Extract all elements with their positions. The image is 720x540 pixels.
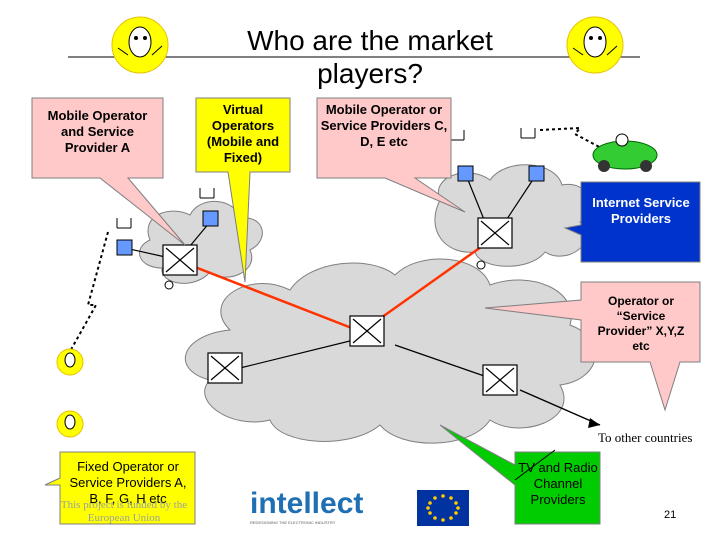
eu-flag-icon [417, 490, 469, 526]
antenna-b [199, 187, 215, 199]
callout-mobile-cde-label: Mobile Operator or Service Providers C, … [320, 102, 448, 149]
to-other-countries-label: To other countries [598, 430, 693, 445]
antenna-a [116, 217, 132, 229]
callout-fixed-shape [44, 451, 196, 525]
professor-top-left-icon [111, 16, 169, 74]
callout-internet-shape [563, 181, 701, 263]
antenna-d [520, 127, 536, 139]
funding-note: This project is funded by the European U… [60, 499, 188, 524]
callout-virtual-shape [195, 97, 291, 283]
callout-virtual-label: Virtual Operators (Mobile and Fixed) [206, 102, 280, 165]
callout-mobile-a-label: Mobile Operator and Service Provider A [47, 108, 148, 155]
logo-wordmark: intellect [250, 487, 364, 520]
link-radio-c [465, 174, 486, 223]
wireless-link-right [539, 126, 606, 151]
connector-left [164, 280, 174, 290]
link-left-core [181, 260, 363, 334]
callout-internet-label: Internet Service Providers [592, 195, 690, 226]
switch-west [207, 352, 243, 384]
tv-pointer [514, 449, 556, 481]
callout-operator-xyz-label: Operator or “Service Provider” X,Y,Z etc [597, 294, 685, 353]
car-user-icon [592, 133, 658, 172]
base-station-d [528, 165, 545, 182]
callout-fixed-label: Fixed Operator or Service Providers A, B… [69, 459, 187, 506]
callout-tv-radio-shape [439, 424, 601, 525]
base-station-a [116, 239, 133, 256]
main-network-cloud [184, 258, 596, 444]
link-core-east [394, 344, 491, 379]
wireless-link-left [67, 231, 109, 356]
callout-mobile-cde-shape [316, 97, 466, 213]
intellect-logo: intellect REDESIGNING THE ELECTRONIC IND… [250, 487, 370, 526]
base-station-c [457, 165, 474, 182]
page-number: 21 [664, 509, 677, 521]
switch-east [482, 364, 518, 396]
link-to-other-countries [519, 389, 601, 426]
fixed-user-left-icon [56, 410, 84, 438]
connector-right [476, 260, 486, 270]
callout-operator-xyz-shape [484, 281, 701, 412]
base-station-b [202, 210, 219, 227]
slide-title: Who are the market players? [247, 25, 493, 89]
antenna-c [449, 129, 465, 141]
link-radio-d [504, 174, 537, 223]
mobile-user-left-icon [56, 348, 84, 376]
switch-right [477, 217, 513, 249]
link-core-west [239, 337, 363, 369]
callout-tv-radio-label: TV and Radio Channel Providers [518, 460, 598, 507]
logo-tagline: REDESIGNING THE ELECTRONIC INDUSTRY [250, 520, 336, 525]
switch-core [349, 315, 385, 347]
arrow-head [588, 418, 600, 428]
callout-mobile-a-shape [31, 97, 186, 246]
professor-top-right-icon [566, 16, 624, 74]
switch-left [162, 244, 198, 276]
link-core-right [377, 240, 489, 322]
